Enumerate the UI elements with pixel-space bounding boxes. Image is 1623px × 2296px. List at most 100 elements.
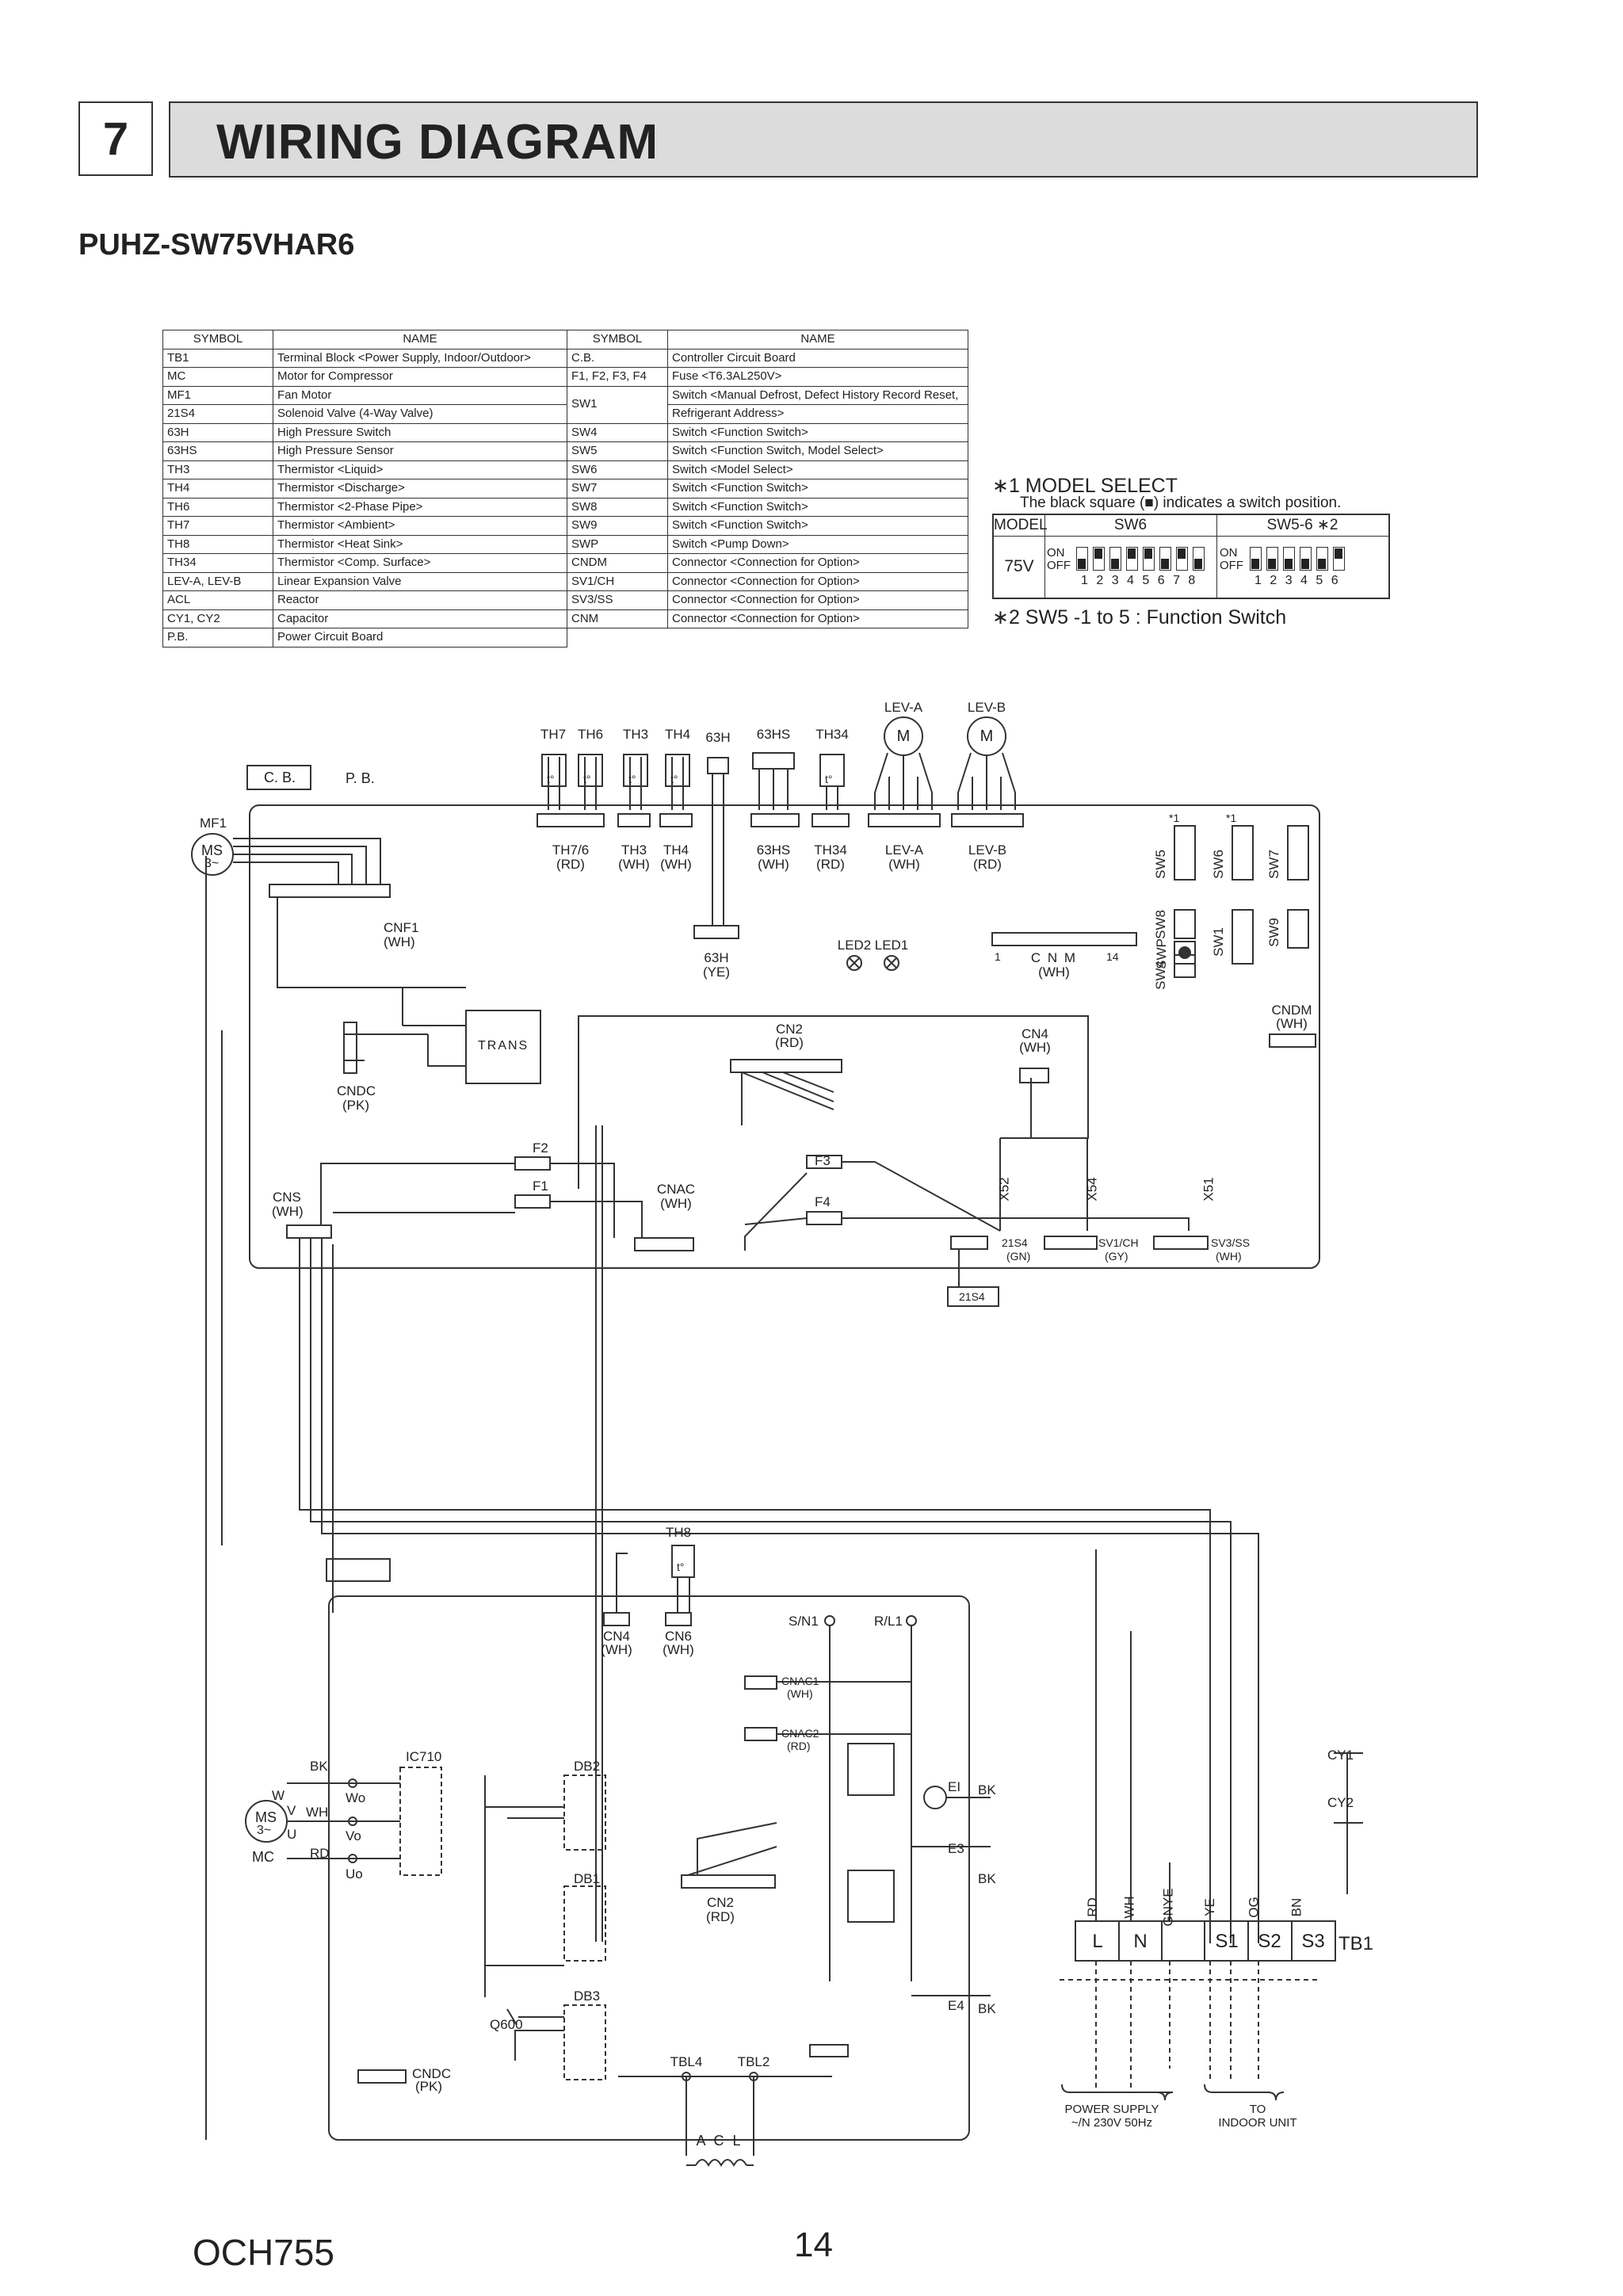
cn2-cb-label: CN2 [775,1022,804,1037]
name-cell: Thermistor <Discharge> [273,479,567,499]
name-cell: Thermistor <Ambient> [273,516,567,536]
conn-th3-label: TH3 [621,842,647,858]
cndc-label: CNDC [337,1083,376,1098]
sw56-dip-switch [1250,547,1351,572]
cn4-cb-color: (WH) [1019,1040,1051,1055]
acl-label: A C L [696,2133,743,2149]
cn4-pb-connector [603,1612,630,1626]
name-cell: Fuse <T6.3AL250V> [667,367,968,387]
ei-label: EI [948,1779,961,1794]
symbol-cell: SW7 [567,479,668,499]
conn-lev-a-color: (WH) [888,857,920,872]
sw5-board-label: SW5 [1152,850,1168,879]
sw5-note: ∗2 SW5 -1 to 5 : Function Switch [992,606,1287,628]
cndc-color: (PK) [342,1098,369,1113]
name-cell: Connector <Connection for Option> [667,590,968,610]
trans-label: TRANS [478,1039,529,1052]
sw6-board-label: SW6 [1210,850,1226,879]
conn-lev-b-label: LEV-B [968,842,1007,858]
21s4-box-label: 21S4 [959,1290,985,1303]
sw6-switch-5 [1143,547,1155,571]
rl1-label: R/L1 [874,1614,903,1629]
symbol-cell: 63H [162,422,273,442]
sw9-dip [1287,909,1309,949]
lev-a-wires [874,752,933,810]
sw6-switch-6 [1159,547,1171,571]
cb-label-box [246,765,311,790]
conn-th4-color: (WH) [660,857,692,872]
sv1ch-label: SV1/CH [1098,1236,1139,1249]
conn-lev-b-color: (RD) [973,857,1002,872]
cn4-cb-label: CN4 [1021,1026,1049,1041]
led-crosses [849,957,897,968]
fan-phase-label: 3~ [204,857,220,870]
led1-label: LED1 [874,938,909,953]
sn1-label: S/N1 [789,1614,819,1629]
dc-bus [484,1775,564,2061]
trans-box [465,1010,541,1084]
model-select-note: ∗1 MODEL SELECT [992,475,1178,497]
symbol-cell: TH34 [162,553,273,573]
th6-tdeg: t° [583,773,591,785]
sw56-knob-3 [1285,559,1293,569]
th34-element [819,754,845,787]
name-cell: Thermistor <2-Phase Pipe> [273,497,567,517]
db2-bridge [563,1775,606,1851]
cnm-pin1: 1 [995,950,1001,963]
conn-th4-label: TH4 [663,842,689,858]
symbol-cell: LEV-A, LEV-B [162,571,273,591]
sw5-dip [1174,825,1196,881]
sw56-digits: 1 2 3 4 5 6 [1254,574,1341,587]
th7-label: TH7 [540,727,567,742]
f2-label: F2 [533,1140,548,1156]
relay-bus [874,1161,1190,1232]
sv3ss-label: SV3/SS [1211,1236,1251,1249]
rl1-terminal [906,1615,917,1626]
sw6-digits: 1 2 3 4 5 6 7 8 [1081,574,1198,587]
cb-label: C. B. [264,770,296,785]
swp-button [1174,941,1196,965]
lev-b-wires [957,752,1016,810]
cnac1-color: (WH) [787,1687,813,1700]
cn2-pb-connector [681,1874,776,1889]
pb-label: P. B. [346,770,375,786]
name-cell: Switch <Function Switch> [667,422,968,442]
q600-transistor [506,2008,564,2026]
model-value: 75V [994,536,1045,598]
sw6-knob-4 [1128,548,1136,559]
acl-coil [695,2159,747,2168]
sw6-knob-2 [1094,548,1102,559]
symbol-cell: SW5 [567,441,668,461]
wire-ye: YE [1201,1898,1217,1916]
ei-ground [923,1786,947,1809]
name-cell: Fan Motor [273,385,567,405]
e4-bk-label: BK [978,2001,996,2016]
compressor-phase-wires [287,1782,400,1859]
page-number: 14 [794,2225,833,2264]
sw6-knob-1 [1078,559,1086,569]
db3-bridge [563,2004,606,2080]
sw6-switch-2 [1093,547,1105,571]
cnf1-trans-wires [277,897,466,1026]
sw6-knob-8 [1194,559,1202,569]
table-row: C.B.Controller Circuit Board [567,348,968,368]
sv1ch-connector [1044,1236,1098,1250]
th8-label: TH8 [665,1525,692,1540]
right-header-symbol: SYMBOL [567,330,668,350]
wire-og: OG [1246,1897,1262,1918]
w-phase-label: W [272,1788,285,1803]
th76-connector [537,813,605,827]
symbol-cell: TH4 [162,479,273,499]
conn-63hs-label: 63HS [756,842,791,858]
63hs-connector [750,813,800,827]
symbol-cell: 21S4 [162,404,273,424]
21s4-conn-label: 21S4 [1002,1236,1028,1249]
